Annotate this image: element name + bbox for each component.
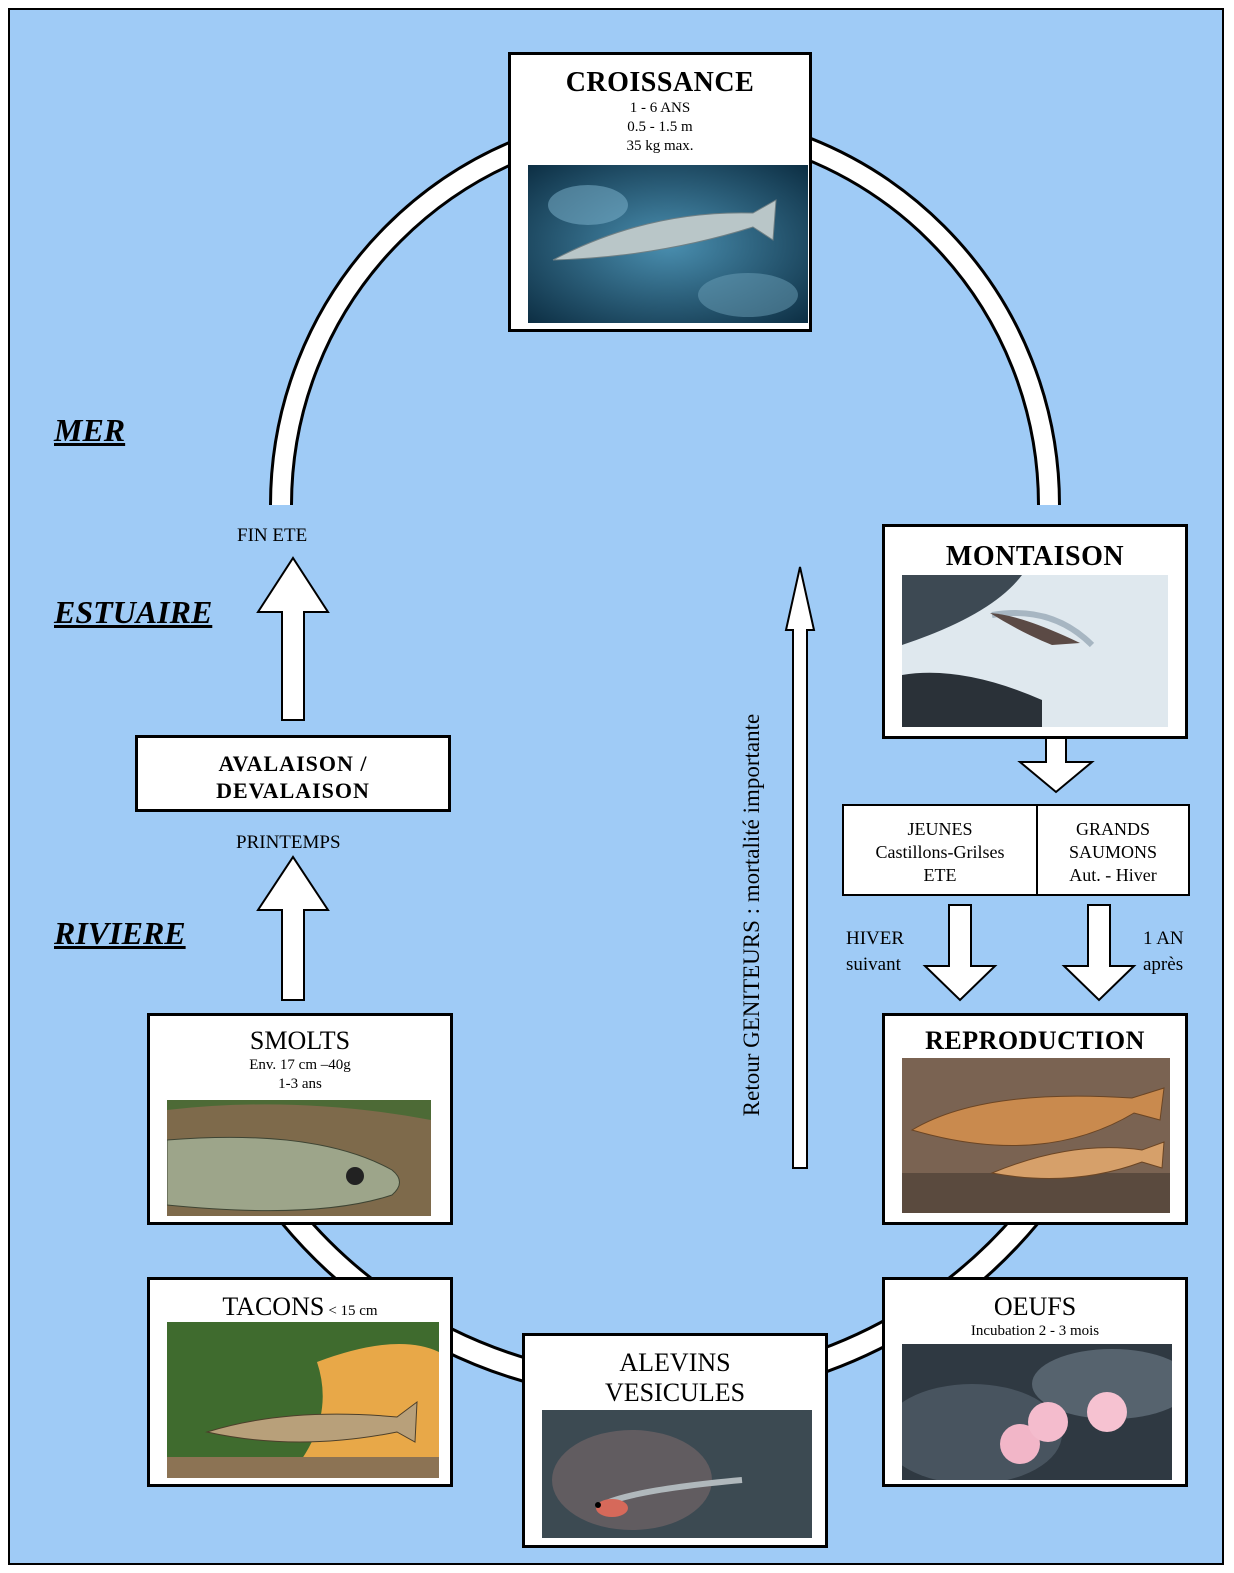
smolts-age: 1-3 ans [278, 1076, 322, 1092]
jeunes-type: Castillons-Grilses [875, 842, 1005, 862]
oeufs-title: OEUFS [993, 1292, 1077, 1321]
croissance-title: CROISSANCE [565, 67, 755, 98]
oeufs-photo [902, 1344, 1172, 1480]
reproduction-title: REPRODUCTION [925, 1026, 1145, 1055]
one-an-label: 1 AN [1143, 928, 1184, 949]
alevins-title-line1: ALEVINS [619, 1348, 731, 1377]
avalaison-label: AVALAISON / [218, 751, 368, 776]
montaison-photo [902, 575, 1168, 727]
montaison-title: MONTAISON [945, 541, 1125, 572]
oeufs-incubation: Incubation 2 - 3 mois [970, 1323, 1100, 1339]
grands-label: GRANDS [1075, 819, 1150, 839]
smolts-photo [167, 1100, 431, 1216]
age-groups-box: JEUNES Castillons-Grilses ETE GRANDS SAU… [842, 804, 1190, 896]
printemps-label: PRINTEMPS [236, 832, 341, 853]
smolts-title: SMOLTS [249, 1026, 351, 1055]
zone-mer-label: MER [54, 412, 126, 448]
smolts-size: Env. 17 cm –40g [249, 1057, 351, 1073]
croissance-weight: 35 kg max. [626, 138, 694, 154]
montaison-box: MONTAISON [882, 524, 1188, 739]
alevins-photo [542, 1410, 812, 1538]
hiver-label: HIVER [846, 928, 905, 949]
devalaison-label: DEVALAISON [216, 778, 370, 803]
croissance-box: CROISSANCE 1 - 6 ANS 0.5 - 1.5 m 35 kg m… [508, 52, 812, 332]
croissance-age: 1 - 6 ANS [629, 100, 691, 116]
down-arrow-montaison [1017, 737, 1095, 794]
suivant-label: suivant [846, 954, 901, 975]
grands-type: SAUMONS [1068, 842, 1158, 862]
alevins-title-line2: VESICULES [604, 1378, 746, 1407]
down-arrow-jeunes [922, 904, 998, 1002]
alevins-box: ALEVINS VESICULES [522, 1333, 828, 1548]
reproduction-box: REPRODUCTION [882, 1013, 1188, 1225]
oeufs-box: OEUFS Incubation 2 - 3 mois [882, 1277, 1188, 1487]
retour-arrow [784, 566, 816, 1169]
zone-riviere-label: RIVIERE [54, 915, 186, 951]
tacons-photo [167, 1322, 439, 1478]
up-arrow-estuaire [256, 556, 330, 721]
down-arrow-grands [1061, 904, 1137, 1002]
retour-geniteurs-label: Retour GENITEURS : mortalité importante [739, 713, 764, 1117]
reproduction-photo [902, 1058, 1170, 1213]
jeunes-cell: JEUNES Castillons-Grilses ETE [844, 806, 1038, 894]
smolts-box: SMOLTS Env. 17 cm –40g 1-3 ans [147, 1013, 453, 1225]
grands-season: Aut. - Hiver [1069, 865, 1157, 885]
jeunes-label: JEUNES [907, 819, 973, 839]
jeunes-season: ETE [923, 865, 957, 885]
up-arrow-riviere [256, 855, 330, 1001]
fin-ete-label: FIN ETE [237, 525, 308, 546]
avalaison-box: AVALAISON / DEVALAISON [135, 735, 451, 812]
croissance-photo [528, 165, 808, 323]
tacons-title: TACONS [222, 1292, 325, 1321]
croissance-size: 0.5 - 1.5 m [627, 119, 693, 135]
tacons-size: < 15 cm [328, 1303, 378, 1319]
grands-cell: GRANDS SAUMONS Aut. - Hiver [1038, 806, 1188, 894]
zone-estuaire-label: ESTUAIRE [54, 594, 213, 630]
tacons-box: TACONS < 15 cm [147, 1277, 453, 1487]
apres-label: après [1143, 954, 1184, 975]
